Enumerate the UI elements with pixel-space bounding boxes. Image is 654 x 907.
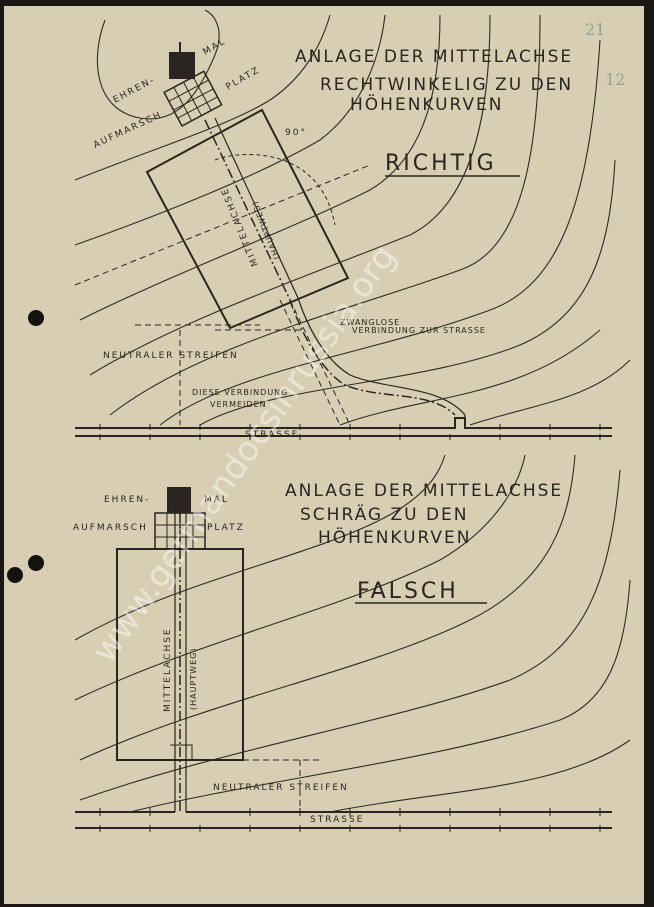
label-mittelachse: MITTELACHSE [163, 627, 173, 712]
top-title-line-3: HÖHENKURVEN [350, 93, 504, 115]
label-vermeiden-1: DIESE VERBINDUNG [192, 388, 288, 397]
ehrenmal-monument [169, 52, 195, 79]
label-vermeiden-2: VERMEIDEN [210, 400, 267, 409]
label-platz: PLATZ [207, 523, 245, 533]
label-zwanglose-2: VERBINDUNG ZUR STRASSE [352, 326, 486, 335]
top-layout [74, 42, 612, 440]
label-neutral-bottom: NEUTRALER STREIFEN [213, 783, 349, 793]
bottom-title-line-2: SCHRÄG ZU DEN [300, 504, 469, 525]
punch-hole [28, 310, 44, 326]
site-rectangle [145, 108, 350, 330]
label-angle: 90° [285, 128, 307, 138]
punch-hole [28, 555, 44, 571]
contour-lines-bottom [74, 454, 631, 813]
handwritten-mark-1: 21 [585, 20, 605, 39]
label-ehren: EHREN- [104, 495, 150, 505]
top-title-line-2: RECHTWINKELIG ZU DEN [320, 75, 573, 95]
aufmarschplatz-grid [163, 70, 223, 128]
label-hauptweg: (HAUPTWEG) [189, 648, 198, 710]
contour-lines-top [74, 9, 631, 426]
bottom-title-line-3: HÖHENKURVEN [318, 526, 472, 548]
main-axis [204, 119, 456, 416]
bottom-layout [75, 487, 612, 832]
bottom-labels: ANLAGE DER MITTELACHSE SCHRÄG ZU DEN HÖH… [73, 481, 563, 825]
label-strasse-top: STRASSE [245, 430, 299, 440]
handwritten-mark-2: 12 [605, 70, 625, 89]
bottom-title-line-1: ANLAGE DER MITTELACHSE [285, 481, 563, 501]
top-title-line-1: ANLAGE DER MITTELACHSE [295, 47, 573, 67]
verdict-falsch: FALSCH [357, 579, 459, 604]
label-zwanglose-1: ZWANGLOSE [340, 318, 400, 327]
punch-hole [7, 567, 23, 583]
label-aufmarsch: AUFMARSCH [73, 523, 148, 533]
label-strasse-bottom: STRASSE [310, 815, 364, 825]
ehrenmal-monument [167, 487, 191, 513]
paper [4, 6, 644, 904]
label-mal: MAL [204, 495, 229, 505]
label-neutral-top: NEUTRALER STREIFEN [103, 351, 239, 361]
verdict-richtig: RICHTIG [385, 151, 497, 176]
